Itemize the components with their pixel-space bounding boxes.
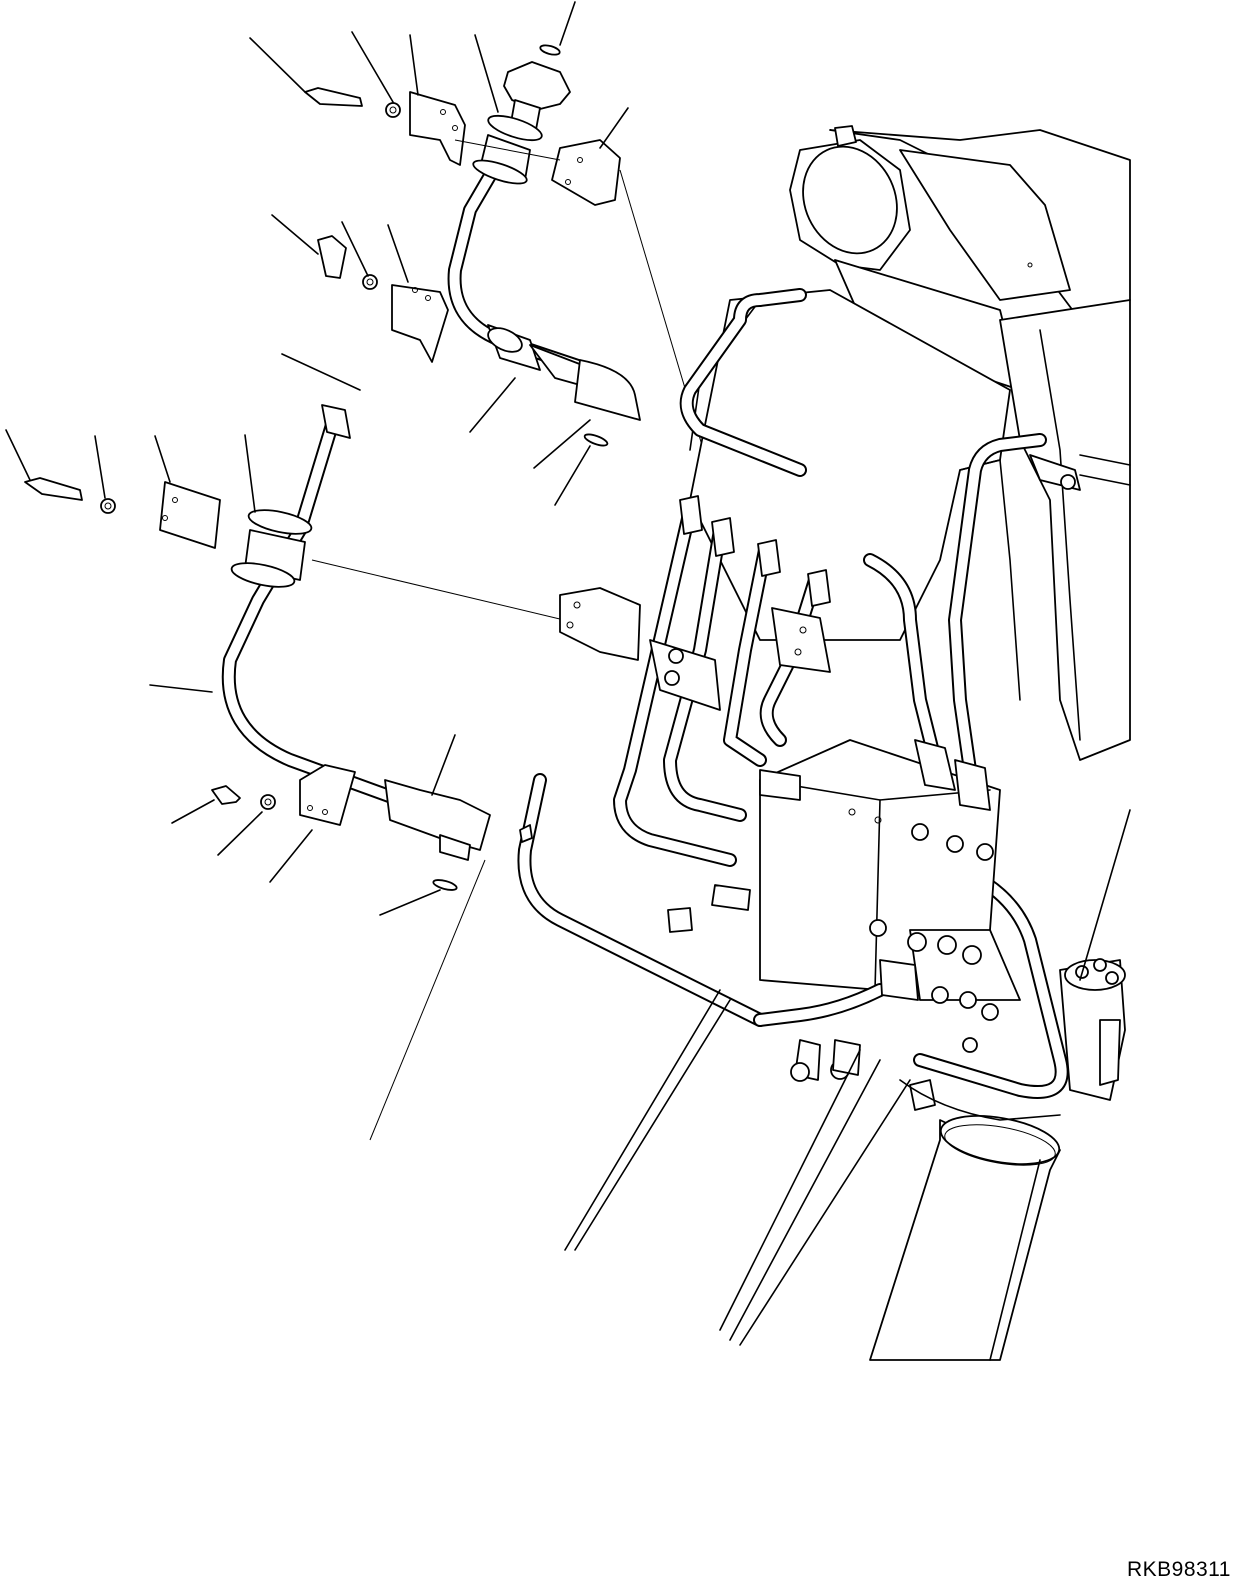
bottom-clamp-set <box>211 764 356 826</box>
boom-pin-housing <box>789 125 1131 391</box>
boom-valve-assembly-icon <box>517 125 1131 1361</box>
exploded-hydraulic-piping-icon <box>5 1 761 1141</box>
rotary-motor <box>1059 958 1126 1101</box>
hose-fittings <box>753 739 991 1082</box>
upper-clamp-set <box>304 87 621 206</box>
middle-clamp-set <box>317 235 449 363</box>
lower-cylinder-and-arms <box>564 809 1131 1361</box>
lower-tube-assembly <box>221 404 491 891</box>
right-hose-run <box>1029 454 1131 491</box>
drawing-reference-code: RKB98311 <box>1126 1558 1231 1581</box>
lower-clamp-set <box>24 477 221 549</box>
boom-body <box>689 289 1131 761</box>
leader-lines <box>5 1 761 1141</box>
upper-tube-assembly <box>447 44 641 447</box>
pipe-bundle <box>613 495 831 867</box>
boom-pipe-clamp <box>559 587 831 711</box>
